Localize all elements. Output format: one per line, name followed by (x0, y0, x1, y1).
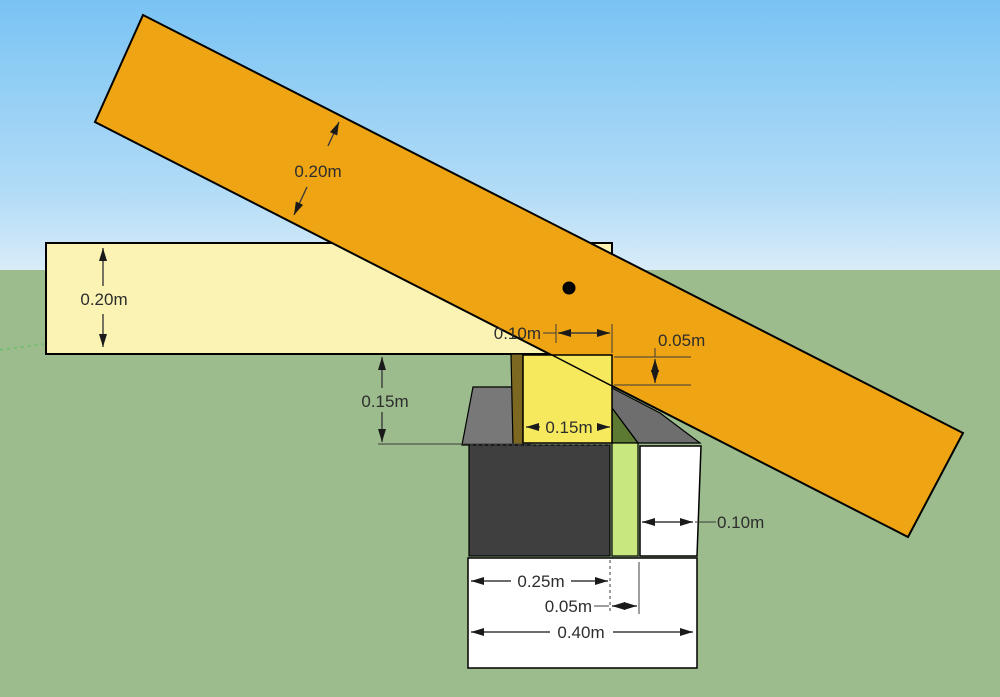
insulation-front (611, 442, 639, 557)
dim-label-plate-width: 0.15m (545, 418, 592, 437)
dim-label-outer-leaf-width: 0.10m (717, 513, 764, 532)
foundation-face (467, 557, 698, 669)
rafter-beam (93, 13, 965, 539)
dim-label-cavity-width: 0.05m (545, 597, 592, 616)
green-axis-line (0, 343, 45, 351)
dim-label-rafter-depth: 0.20m (294, 162, 341, 181)
dim-label-beam-depth: 0.20m (80, 290, 127, 309)
dim-label-rafter-bearing: 0.10m (494, 324, 541, 343)
rafter-marker-dot (562, 281, 576, 295)
outer-leaf-front (639, 445, 702, 557)
rafter-underside-edge (551, 354, 613, 387)
dim-label-wall-total-width: 0.40m (557, 623, 604, 642)
dim-label-wall-top-height: 0.15m (361, 392, 408, 411)
dim-label-seat-drop: 0.05m (658, 331, 705, 350)
dim-label-inner-leaf-width: 0.25m (517, 572, 564, 591)
wall-plate-side-face (510, 353, 524, 446)
inner-leaf-front (468, 444, 611, 557)
dimension-lines (99, 121, 716, 636)
